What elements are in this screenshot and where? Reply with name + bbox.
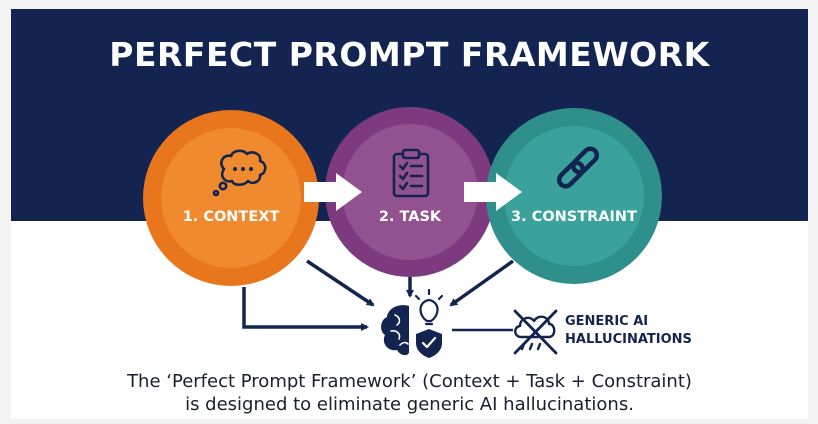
step-label-context: 1. CONTEXT xyxy=(183,209,280,225)
crossed-out-cloud-icon xyxy=(513,309,558,355)
outcome-label-line2: HALLUCINATIONS xyxy=(565,332,692,347)
caption: The ‘Perfect Prompt Framework’ (Context … xyxy=(11,370,808,416)
connector-context-elbow xyxy=(242,287,369,331)
chain-link-icon xyxy=(556,146,600,189)
connector-context-diagonal xyxy=(306,259,375,307)
outcome-label-line1: GENERIC AI xyxy=(565,314,648,329)
shield-check-icon xyxy=(416,329,442,358)
lightbulb-icon xyxy=(414,288,444,326)
step-label-constraint: 3. CONSTRAINT xyxy=(511,209,637,225)
thought-bubble-icon xyxy=(212,149,267,197)
arrow-context-to-task xyxy=(304,173,362,211)
framework-card: PERFECT PROMPT FRAMEWORK xyxy=(11,9,808,419)
framework-diagram: 1. CONTEXT 2. TASK 3. CONSTRAINT xyxy=(143,107,692,358)
caption-line-1: The ‘Perfect Prompt Framework’ (Context … xyxy=(127,371,692,392)
constraint-circle-inner xyxy=(504,126,644,266)
clipboard-checklist-icon xyxy=(392,148,430,198)
step-constraint xyxy=(486,108,662,284)
context-circle-inner xyxy=(161,128,301,268)
step-label-task: 2. TASK xyxy=(379,209,442,225)
brain-icon xyxy=(381,305,409,356)
connector-constraint-diagonal xyxy=(449,259,515,307)
task-circle-inner xyxy=(342,124,478,260)
arrow-task-to-constraint xyxy=(464,173,522,211)
caption-line-2: is designed to eliminate generic AI hall… xyxy=(185,394,634,415)
page-title: PERFECT PROMPT FRAMEWORK xyxy=(109,35,710,74)
step-task xyxy=(325,107,495,277)
step-context xyxy=(143,110,319,286)
